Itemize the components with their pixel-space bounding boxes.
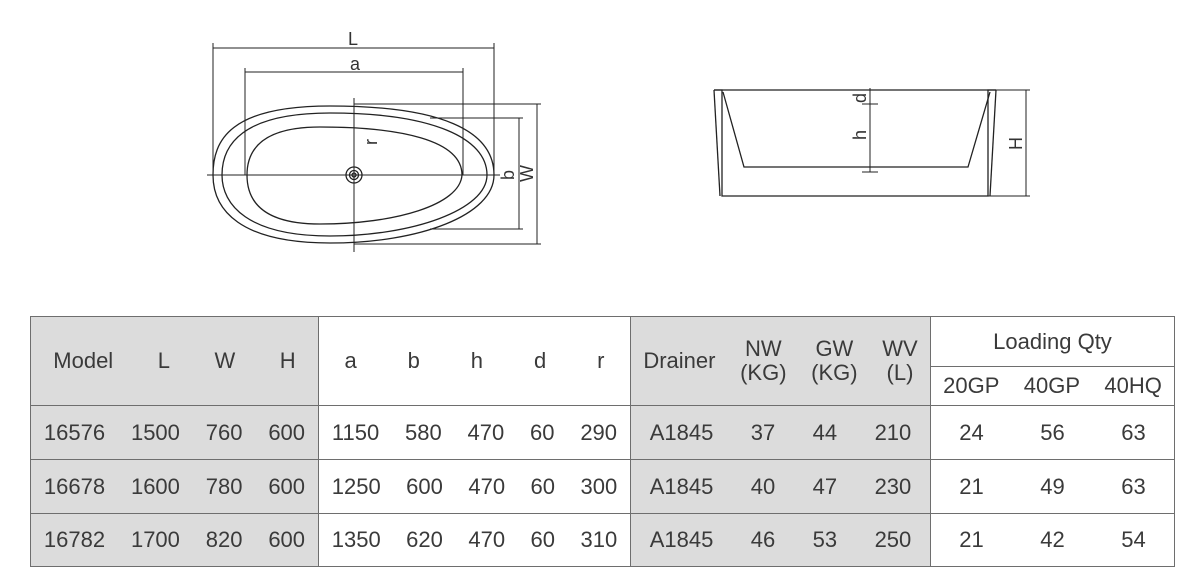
cell-drainer: A1845 (649, 419, 714, 445)
cell-h: 470 (467, 419, 505, 445)
cell-wv: 250 (874, 527, 912, 552)
table-header-row: Model L W H a b h d r Drainer (30, 316, 1175, 406)
header-W: W (214, 348, 236, 373)
header-r: r (597, 348, 605, 373)
cell-40hq: 63 (1121, 473, 1146, 499)
header-inner-cell: a b h d r (318, 316, 631, 406)
cell-gw: 53 (812, 527, 838, 552)
cell-a: 1350 (331, 527, 381, 552)
header-wv-label: WV (882, 336, 918, 361)
cell-h: 470 (468, 473, 506, 499)
cell-W: 760 (205, 419, 243, 445)
header-H: H (279, 348, 296, 373)
label-W: W (517, 165, 537, 182)
cell-W: 820 (205, 527, 243, 552)
header-h: h (470, 348, 484, 373)
header-gw: GW (KG) (811, 337, 857, 385)
header-nw-unit: (KG) (740, 360, 787, 385)
cell-model: 16678 (43, 473, 106, 499)
cell-W: 780 (205, 473, 243, 499)
top-view-drawing (207, 43, 541, 252)
label-d: d (850, 93, 870, 103)
header-loading-cell: Loading Qty 20GP 40GP 40HQ (930, 316, 1175, 406)
label-b: b (498, 170, 518, 180)
cell-L: 1700 (130, 527, 180, 552)
cell-40gp: 42 (1040, 527, 1065, 552)
cell-d: 60 (530, 473, 556, 499)
cell-b: 600 (406, 473, 443, 499)
cell-40hq: 54 (1121, 527, 1146, 552)
cell-nw: 40 (750, 473, 776, 499)
cell-20gp: 24 (959, 419, 984, 445)
cell-r: 290 (580, 419, 618, 445)
table-row: 16678 1600 780 600 1250 600 470 60 300 A… (30, 459, 1175, 514)
cell-r: 310 (580, 527, 618, 552)
header-wv: WV (L) (882, 337, 917, 385)
label-H: H (1006, 137, 1026, 150)
cell-b: 580 (405, 419, 442, 445)
cell-a: 1250 (331, 473, 381, 499)
cell-gw: 44 (812, 419, 838, 445)
spec-table: Model L W H a b h d r Drainer (30, 316, 1175, 567)
cell-drainer: A1845 (649, 473, 714, 499)
header-L: L (157, 348, 170, 373)
cell-d: 60 (530, 419, 555, 445)
table-row: 16782 1700 820 600 1350 620 470 60 310 A… (30, 513, 1175, 567)
label-r: r (361, 139, 381, 145)
cell-gw: 47 (812, 473, 838, 499)
header-loading-title: Loading Qty (931, 317, 1174, 367)
cell-40gp: 56 (1040, 419, 1065, 445)
cell-40hq: 63 (1121, 419, 1146, 445)
header-20gp: 20GP (943, 373, 1000, 398)
side-view-drawing (713, 88, 1030, 197)
header-gw-label: GW (815, 336, 854, 361)
cell-model: 16576 (43, 419, 106, 445)
table-row: 16576 1500 760 600 1150 580 470 60 290 A… (30, 405, 1175, 460)
cell-L: 1500 (130, 419, 180, 445)
header-gw-unit: (KG) (811, 360, 858, 385)
label-h: h (850, 130, 870, 140)
header-nw-label: NW (744, 336, 782, 361)
cell-nw: 46 (750, 527, 776, 552)
header-a: a (344, 348, 357, 373)
cell-20gp: 21 (959, 473, 984, 499)
cell-h: 470 (468, 527, 506, 552)
header-nw: NW (KG) (740, 337, 786, 385)
cell-20gp: 21 (959, 527, 984, 552)
technical-drawings: L a r b W d h H (207, 29, 1030, 252)
header-weights-cell: Drainer NW (KG) GW (KG) WV (L) (630, 316, 931, 406)
cell-wv: 210 (874, 419, 912, 445)
header-drainer: Drainer (643, 348, 716, 373)
cell-d: 60 (530, 527, 556, 552)
cell-model: 16782 (43, 527, 106, 552)
cell-H: 600 (268, 473, 306, 499)
header-model: Model (53, 348, 114, 373)
header-b: b (407, 348, 420, 373)
cell-L: 1600 (130, 473, 180, 499)
cell-H: 600 (268, 419, 306, 445)
header-dims-cell: Model L W H (30, 316, 319, 406)
cell-b: 620 (406, 527, 443, 552)
cell-nw: 37 (750, 419, 776, 445)
header-d: d (533, 348, 547, 373)
header-wv-unit: (L) (886, 360, 914, 385)
header-40gp: 40GP (1023, 373, 1081, 398)
label-L: L (348, 29, 358, 49)
cell-wv: 230 (874, 473, 912, 499)
header-40hq: 40HQ (1104, 373, 1162, 398)
cell-H: 600 (268, 527, 306, 552)
cell-drainer: A1845 (649, 527, 714, 552)
label-a: a (350, 54, 361, 74)
cell-a: 1150 (331, 419, 380, 445)
cell-r: 300 (580, 473, 618, 499)
cell-40gp: 49 (1040, 473, 1065, 499)
